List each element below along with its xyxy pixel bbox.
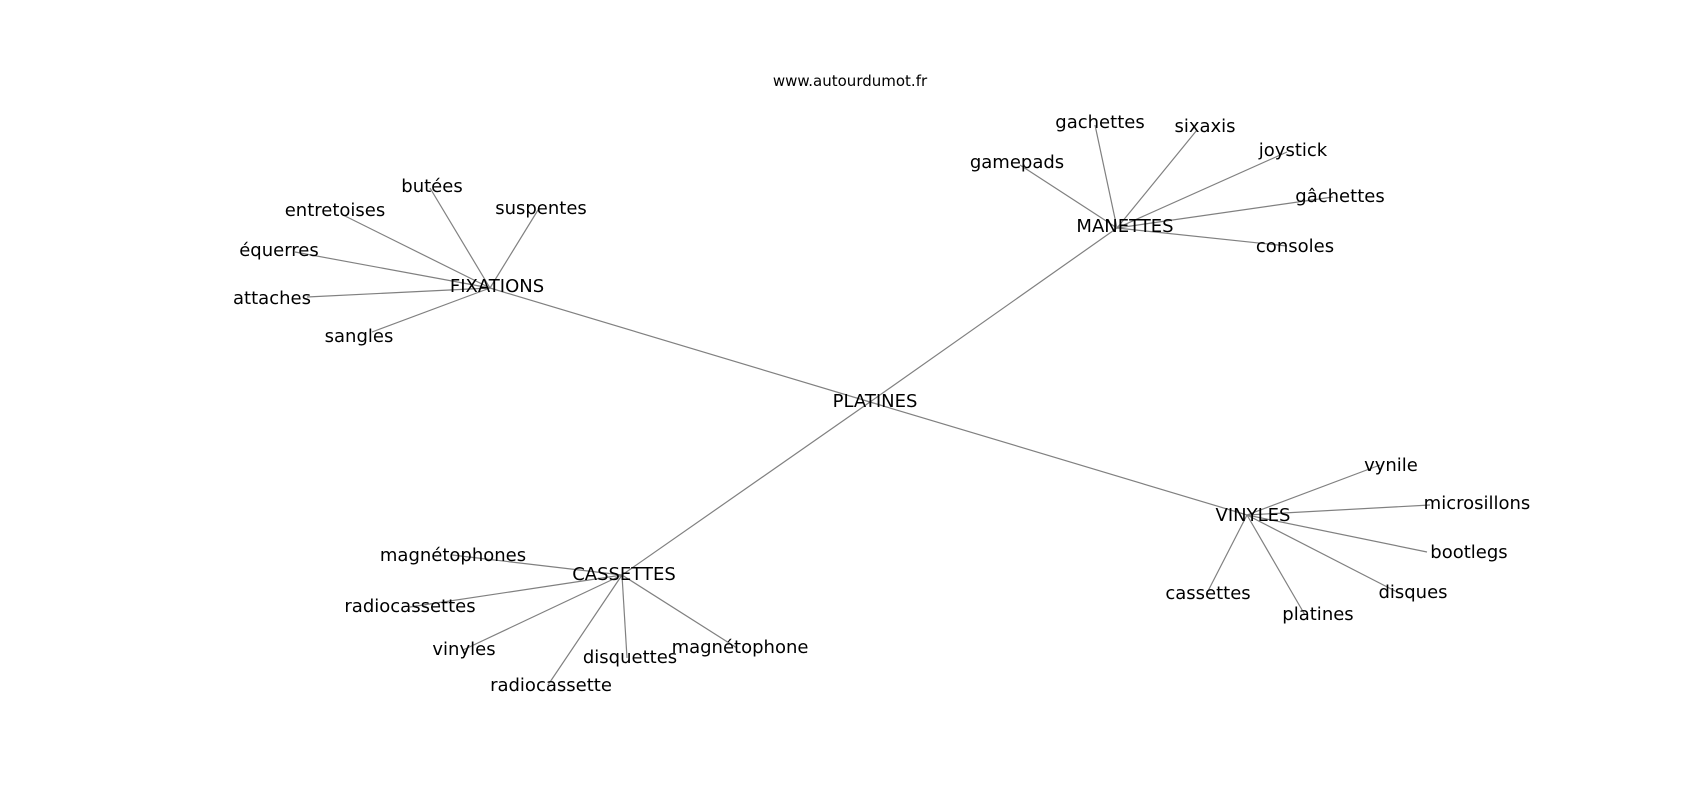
leaf-node-label[interactable]: vinyles xyxy=(432,639,495,660)
leaf-node-label[interactable]: gâchettes xyxy=(1295,186,1384,207)
hub-node-label[interactable]: MANETTES xyxy=(1076,216,1173,237)
edge-root-hub xyxy=(869,227,1118,403)
leaf-node-label[interactable]: cassettes xyxy=(1165,583,1250,604)
leaf-node-label[interactable]: attaches xyxy=(233,288,311,309)
edge-hub-leaf xyxy=(1116,196,1334,229)
edge-root-hub xyxy=(489,287,871,403)
leaf-node-label[interactable]: gachettes xyxy=(1055,112,1144,133)
leaf-node-label[interactable]: sixaxis xyxy=(1174,116,1235,137)
leaf-node-label[interactable]: gamepads xyxy=(970,152,1064,173)
leaf-node-label[interactable]: disquettes xyxy=(583,647,677,668)
leaf-node-label[interactable]: consoles xyxy=(1256,236,1334,257)
labels-layer: PLATINES FIXATIONS butées suspentes entretoi… xyxy=(233,112,1530,696)
edge-hub-leaf xyxy=(1246,514,1306,616)
leaf-node-label[interactable]: équerres xyxy=(239,240,319,261)
edge-hub-leaf xyxy=(1094,124,1118,229)
edge-hub-leaf xyxy=(342,214,491,289)
leaf-node-label[interactable]: microsillons xyxy=(1424,493,1531,514)
edge-hub-leaf xyxy=(409,574,623,608)
edge-hub-leaf xyxy=(621,574,628,659)
hub-node-label[interactable]: CASSETTES xyxy=(572,564,676,585)
edge-hub-leaf xyxy=(1246,514,1398,593)
edge-hub-leaf xyxy=(429,187,491,289)
edge-hub-leaf xyxy=(1246,504,1431,516)
site-watermark: www.autourdumot.fr xyxy=(772,72,928,90)
edge-root-hub xyxy=(869,401,1248,516)
edges-layer xyxy=(294,124,1431,686)
edge-hub-leaf xyxy=(294,251,491,289)
leaf-node-label[interactable]: platines xyxy=(1282,604,1353,625)
edge-hub-leaf xyxy=(1116,227,1288,247)
leaf-node-label[interactable]: suspentes xyxy=(495,198,587,219)
root-node-label[interactable]: PLATINES xyxy=(833,391,918,412)
hub-node-label[interactable]: VINYLES xyxy=(1216,505,1291,526)
edge-root-hub xyxy=(621,401,871,576)
edge-hub-leaf xyxy=(462,574,623,651)
edge-hub-leaf xyxy=(489,209,539,289)
hub-node-label[interactable]: FIXATIONS xyxy=(450,276,544,297)
leaf-node-label[interactable]: butées xyxy=(401,176,462,197)
edge-hub-leaf xyxy=(547,574,623,686)
leaf-node-label[interactable]: disques xyxy=(1378,582,1447,603)
edge-hub-leaf xyxy=(451,554,623,576)
leaf-node-label[interactable]: entretoises xyxy=(285,200,386,221)
edge-hub-leaf xyxy=(1246,464,1381,516)
edge-hub-leaf xyxy=(1116,129,1198,229)
edge-hub-leaf xyxy=(306,287,491,298)
edge-hub-leaf xyxy=(1116,151,1288,229)
edge-hub-leaf xyxy=(371,287,491,333)
leaf-node-label[interactable]: magnétophone xyxy=(672,637,809,658)
edge-hub-leaf xyxy=(621,574,738,649)
leaf-node-label[interactable]: radiocassette xyxy=(490,675,612,696)
edge-hub-leaf xyxy=(1206,514,1248,594)
edge-hub-leaf xyxy=(1019,164,1118,229)
leaf-node-label[interactable]: joystick xyxy=(1258,140,1328,161)
leaf-node-label[interactable]: bootlegs xyxy=(1430,542,1507,563)
leaf-node-label[interactable]: vynile xyxy=(1364,455,1418,476)
leaf-node-label[interactable]: radiocassettes xyxy=(344,596,475,617)
edge-hub-leaf xyxy=(1246,514,1428,553)
leaf-node-label[interactable]: sangles xyxy=(325,326,394,347)
leaf-node-label[interactable]: magnétophones xyxy=(380,545,526,566)
